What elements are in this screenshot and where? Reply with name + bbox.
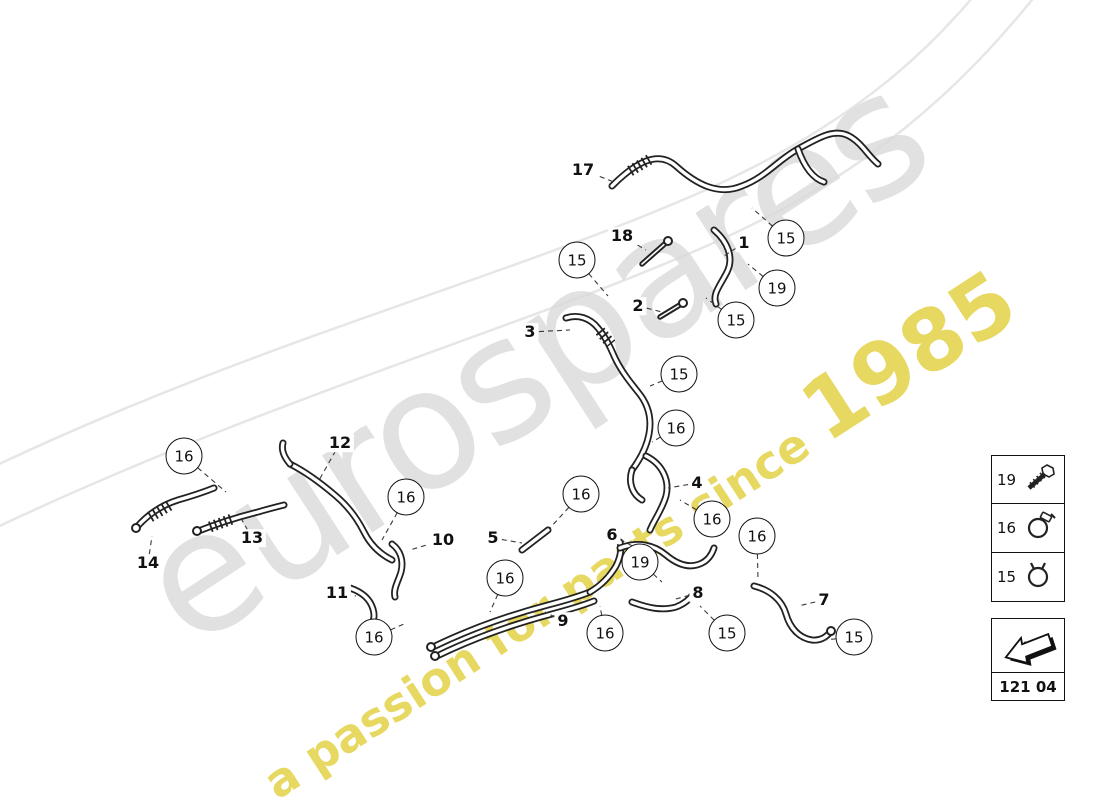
legend-item-15[interactable]: 15 [991,551,1065,602]
callout-15[interactable]: 15 [660,355,698,393]
callout-16[interactable]: 16 [562,475,600,513]
direction-arrow-icon [991,618,1065,674]
callout-16[interactable]: 16 [586,614,624,652]
callout-19[interactable]: 19 [621,543,659,581]
part-label-2[interactable]: 2 [629,297,647,315]
fasteners-legend: 19 16 15 [991,455,1065,602]
part-label-11[interactable]: 11 [322,584,352,602]
part-label-1[interactable]: 1 [735,234,753,252]
callout-15[interactable]: 15 [835,618,873,656]
part-label-7[interactable]: 7 [815,591,833,609]
legend-item-16[interactable]: 16 [991,503,1065,554]
hose-artwork [131,129,882,661]
part-label-18[interactable]: 18 [607,227,637,245]
part-label-8[interactable]: 8 [689,584,707,602]
callout-15[interactable]: 15 [558,241,596,279]
part-label-3[interactable]: 3 [521,323,539,341]
callout-16[interactable]: 16 [738,517,776,555]
bolt-screw-icon [1021,462,1057,498]
hose-clamp-icon [1021,510,1057,546]
part-group-box: 121 04 [991,618,1065,702]
callout-15[interactable]: 15 [708,614,746,652]
legend-number: 15 [997,567,1017,586]
part-group-code: 121 04 [991,672,1065,702]
callout-16[interactable]: 16 [657,409,695,447]
callout-16[interactable]: 16 [165,437,203,475]
callout-16[interactable]: 16 [387,478,425,516]
spring-clamp-icon [1021,559,1057,595]
callout-16[interactable]: 16 [486,559,524,597]
part-label-14[interactable]: 14 [133,554,163,572]
callout-16[interactable]: 16 [693,500,731,538]
part-label-13[interactable]: 13 [237,529,267,547]
part-label-12[interactable]: 12 [325,434,355,452]
part-label-4[interactable]: 4 [688,474,706,492]
legend-item-19[interactable]: 19 [991,455,1065,505]
callout-15[interactable]: 15 [767,219,805,257]
callout-15[interactable]: 15 [717,301,755,339]
legend-number: 16 [997,519,1017,538]
legend-number: 19 [997,471,1017,489]
callout-19[interactable]: 19 [758,269,796,307]
callout-16[interactable]: 16 [355,618,393,656]
part-label-6[interactable]: 6 [603,526,621,544]
part-label-5[interactable]: 5 [484,529,502,547]
part-label-10[interactable]: 10 [428,531,458,549]
part-label-9[interactable]: 9 [554,612,572,630]
part-label-17[interactable]: 17 [568,161,598,179]
